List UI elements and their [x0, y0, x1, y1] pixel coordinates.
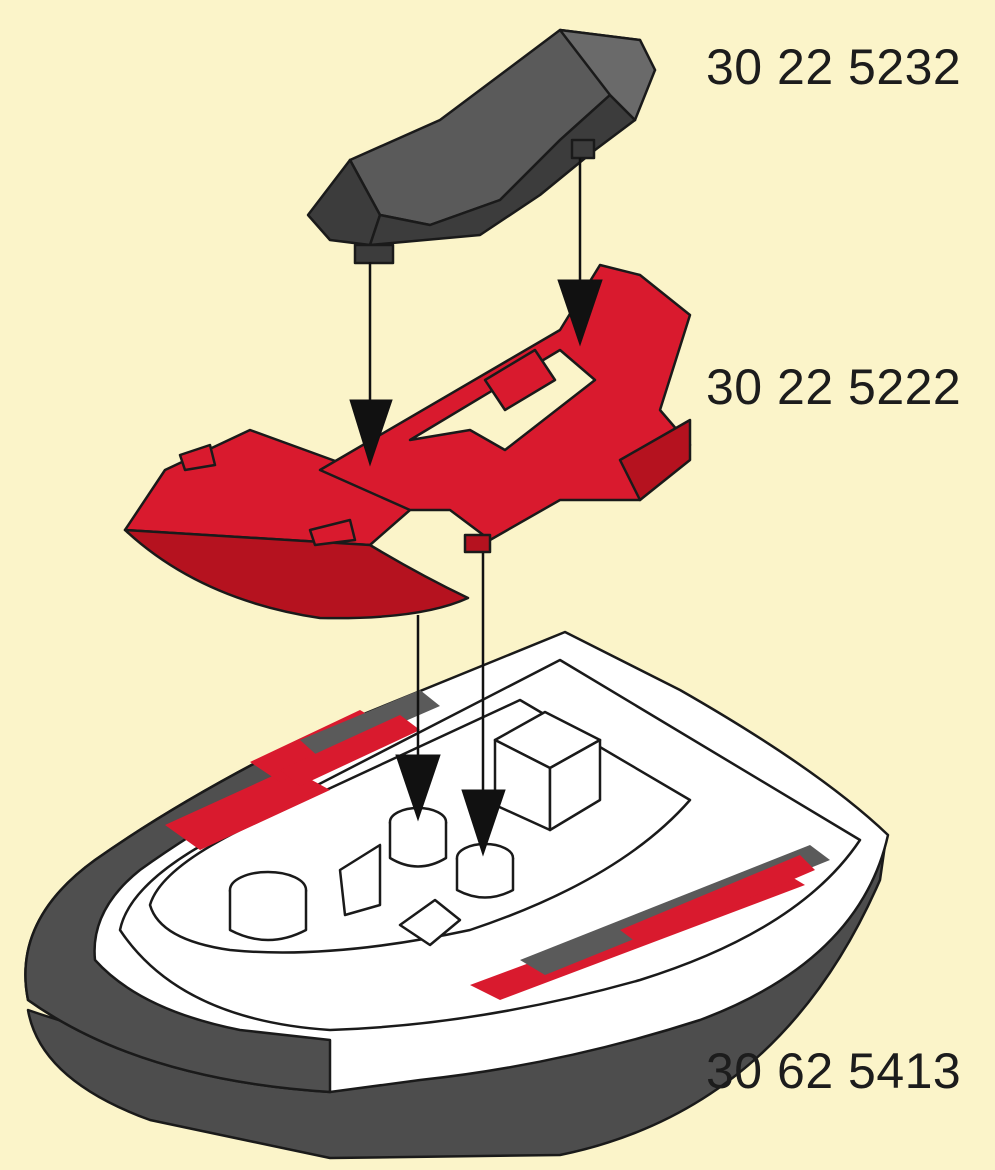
seat-peg-rear [572, 140, 594, 158]
console-part [125, 265, 690, 618]
console-peg [465, 535, 490, 552]
hull-peg-2-side [457, 858, 513, 898]
part-number-console: 30 22 5222 [706, 358, 961, 416]
seat-part [308, 30, 655, 263]
part-number-hull: 30 62 5413 [706, 1042, 961, 1100]
console-tab-1 [180, 445, 215, 470]
console-cowl-front [125, 530, 468, 618]
part-number-seat: 30 22 5232 [706, 38, 961, 96]
seat-peg-front [355, 245, 393, 263]
hull-post-side [230, 890, 306, 940]
hull-peg-1-side [390, 822, 446, 867]
